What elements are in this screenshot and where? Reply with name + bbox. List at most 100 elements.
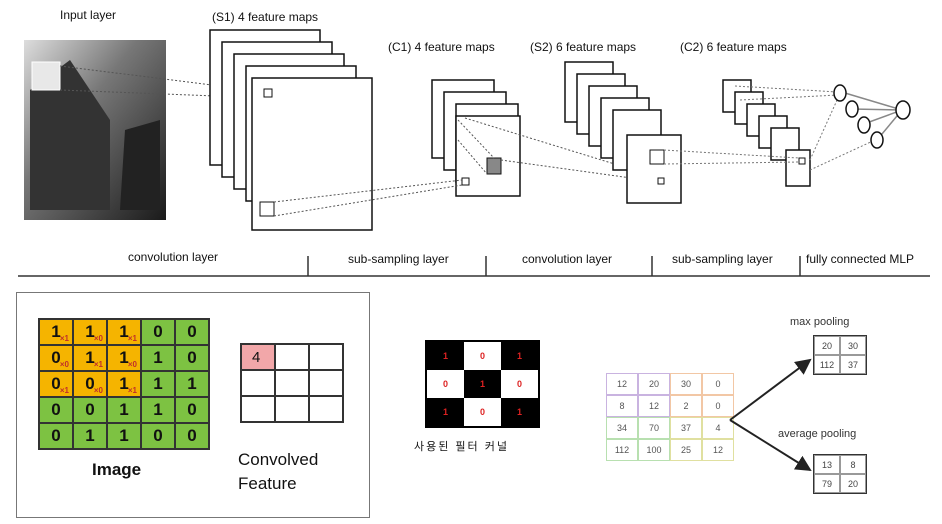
image-cell: 0×1: [39, 371, 73, 397]
pooling-input-cell: 112: [606, 439, 638, 461]
pooling-input-cell: 0: [702, 373, 734, 395]
kernel-weight: ×0: [93, 334, 103, 343]
kernel-weight: ×0: [93, 386, 103, 395]
image-cell: 0: [73, 397, 107, 423]
kernel-cell: 1: [464, 370, 501, 398]
kernel-weight: ×1: [127, 386, 137, 395]
pooling-input-cell: 37: [670, 417, 702, 439]
image-cell: 0: [141, 319, 175, 345]
pooling-input-cell: 12: [702, 439, 734, 461]
image-cell: 1: [175, 371, 209, 397]
image-cell: 1×1: [39, 319, 73, 345]
pooling-input-cell: 25: [670, 439, 702, 461]
convolved-cell: [309, 396, 343, 422]
pooling-input-cell: 100: [638, 439, 670, 461]
kernel-cell: 0: [427, 370, 464, 398]
pooling-input-cell: 70: [638, 417, 670, 439]
kernel-cell: 1: [501, 342, 538, 370]
pooling-input-cell: 20: [638, 373, 670, 395]
input-layer-label: Input layer: [60, 8, 117, 22]
max-pooling-cell: 30: [840, 336, 866, 355]
s2-label: (S2) 6 feature maps: [530, 40, 637, 54]
image-cell: 0: [39, 397, 73, 423]
pooling-input-cell: 4: [702, 417, 734, 439]
convolved-cell: 4: [241, 344, 275, 370]
image-cell: 1×0: [73, 319, 107, 345]
max-pooling-cell: 37: [840, 355, 866, 374]
image-cell: 1: [107, 423, 141, 449]
kernel-cell: 1: [501, 398, 538, 426]
image-cell: 1×1: [73, 345, 107, 371]
max-pooling-label: max pooling: [790, 316, 850, 328]
image-cell: 0: [175, 423, 209, 449]
image-cell: 0×0: [39, 345, 73, 371]
image-cell: 0: [175, 397, 209, 423]
cnn-architecture-diagram: [18, 29, 930, 277]
convolved-cell: [275, 370, 309, 396]
s1-feature-maps: [209, 29, 373, 231]
average-pooling-cell: 20: [840, 474, 866, 493]
average-pooling-label: average pooling: [778, 428, 857, 440]
kernel-caption: 사용된 필터 커널: [414, 441, 509, 453]
kernel-cell: 1: [427, 342, 464, 370]
pooling-input-cell: 34: [606, 417, 638, 439]
mlp-neurons: [833, 84, 911, 149]
image-cell: 1: [141, 371, 175, 397]
pooling-input-cell: 12: [638, 395, 670, 417]
image-cell: 0: [141, 423, 175, 449]
image-cell: 1: [141, 345, 175, 371]
kernel-weight: ×1: [59, 386, 69, 395]
pooling-input-cell: 12: [606, 373, 638, 395]
c2-feature-maps: [722, 79, 811, 187]
average-pooling-cell: 8: [840, 455, 866, 474]
convolution-example-panel: [16, 292, 370, 518]
kernel-cell: 1: [427, 398, 464, 426]
convolved-cell: [309, 344, 343, 370]
image-cell: 1: [141, 397, 175, 423]
average-pooling-cell: 13: [814, 455, 840, 474]
image-cell: 0: [175, 345, 209, 371]
kernel-cell: 0: [501, 370, 538, 398]
convolved-cell: [309, 370, 343, 396]
image-label: Image: [92, 460, 142, 479]
convolved-cell: [275, 344, 309, 370]
s2-feature-maps: [564, 61, 682, 204]
stage-label-3: convolution layer: [522, 252, 613, 266]
image-cell: 1: [107, 397, 141, 423]
convolved-cell: [241, 396, 275, 422]
convolved-feature-grid: 4: [240, 343, 344, 423]
kernel-weight: ×1: [59, 334, 69, 343]
kernel-weight: ×1: [127, 334, 137, 343]
pooling-arrows: [729, 358, 812, 472]
input-image: [24, 40, 166, 220]
image-cell: 1×1: [107, 319, 141, 345]
image-cell: 1×0: [107, 345, 141, 371]
kernel-cell: 0: [464, 342, 501, 370]
pooling-input-cell: 2: [670, 395, 702, 417]
kernel-weight: ×0: [59, 360, 69, 369]
c2-label: (C2) 6 feature maps: [680, 40, 787, 54]
s1-label: (S1) 4 feature maps: [212, 10, 319, 24]
image-cell: 1: [73, 423, 107, 449]
convolved-feature-label: Convolved Feature: [238, 448, 318, 496]
stage-label-1: convolution layer: [128, 250, 219, 264]
convolved-label-line2: Feature: [238, 474, 297, 493]
kernel-weight: ×1: [93, 360, 103, 369]
max-pooling-cell: 112: [814, 355, 840, 374]
image-cell: 0: [39, 423, 73, 449]
average-pooling-cell: 79: [814, 474, 840, 493]
max-pooling-cell: 20: [814, 336, 840, 355]
stage-label-4: sub-sampling layer: [672, 252, 773, 266]
convolved-label-line1: Convolved: [238, 450, 319, 469]
image-cell: 0×0: [73, 371, 107, 397]
kernel-weight: ×0: [127, 360, 137, 369]
stage-label-2: sub-sampling layer: [348, 252, 449, 266]
pooling-input-cell: 30: [670, 373, 702, 395]
pooling-input-cell: 0: [702, 395, 734, 417]
convolved-cell: [275, 396, 309, 422]
kernel-cell: 0: [464, 398, 501, 426]
c1-label: (C1) 4 feature maps: [388, 40, 495, 54]
